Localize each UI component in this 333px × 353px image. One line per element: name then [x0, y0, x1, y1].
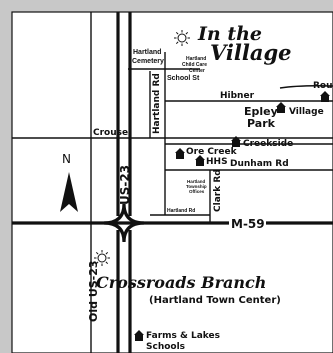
label-hhs: HHS [206, 157, 228, 167]
label-clark-rd: Clark Rd [213, 169, 223, 212]
label-epley: Epley [244, 105, 278, 118]
label-hibner: Hibner [220, 91, 255, 101]
label-creekside: Creekside [243, 139, 293, 149]
label-child-care-1: Hartland [186, 56, 206, 62]
label-old-us23: Old US-23 [87, 260, 100, 322]
building-icon-village [276, 102, 286, 113]
building-icon-hhs [195, 155, 205, 166]
label-child-care-3: Center [189, 68, 205, 74]
label-round: Roun [313, 81, 333, 91]
label-in-the: In the [197, 23, 262, 45]
label-township-1: Hartland [187, 179, 206, 184]
label-hartland-rd: Hartland Rd [152, 73, 162, 134]
label-child-care-2: Child Care [182, 62, 207, 68]
building-icon-creekside [231, 136, 241, 147]
label-ore-creek: Ore Creek [186, 147, 238, 157]
label-village-building: Village [289, 107, 324, 117]
label-cemetery-2: Cemetery [132, 58, 164, 65]
label-cemetery-1: Hartland [133, 49, 161, 56]
label-park: Park [247, 117, 276, 130]
label-farms-lakes-2: Schools [146, 342, 185, 352]
label-school-st: School St [167, 75, 200, 82]
label-dunham-rd: Dunham Rd [230, 159, 289, 169]
building-icon-ore-creek [175, 148, 185, 159]
building-icon-round [320, 91, 330, 102]
compass-arrow-icon [60, 172, 78, 212]
label-m59: M-59 [231, 217, 265, 231]
label-crouse: Crouse [93, 128, 128, 138]
label-town-center: (Hartland Town Center) [149, 295, 281, 306]
library-icon-crossroads [94, 250, 110, 266]
label-village: Village [210, 40, 292, 65]
interchange [103, 203, 145, 243]
label-north: N [62, 152, 71, 166]
label-us23: US-23 [118, 165, 132, 205]
label-township-3: Offices [189, 189, 205, 194]
round-lake-road [279, 85, 333, 89]
library-icon [174, 30, 190, 46]
label-township-2: Township [186, 184, 207, 189]
label-crossroads-branch: Crossroads Branch [96, 273, 266, 292]
label-farms-lakes-1: Farms & Lakes [146, 331, 220, 341]
label-hartland-rd-small: Hartland Rd [167, 208, 195, 214]
building-icon-farms-lakes [134, 330, 144, 341]
